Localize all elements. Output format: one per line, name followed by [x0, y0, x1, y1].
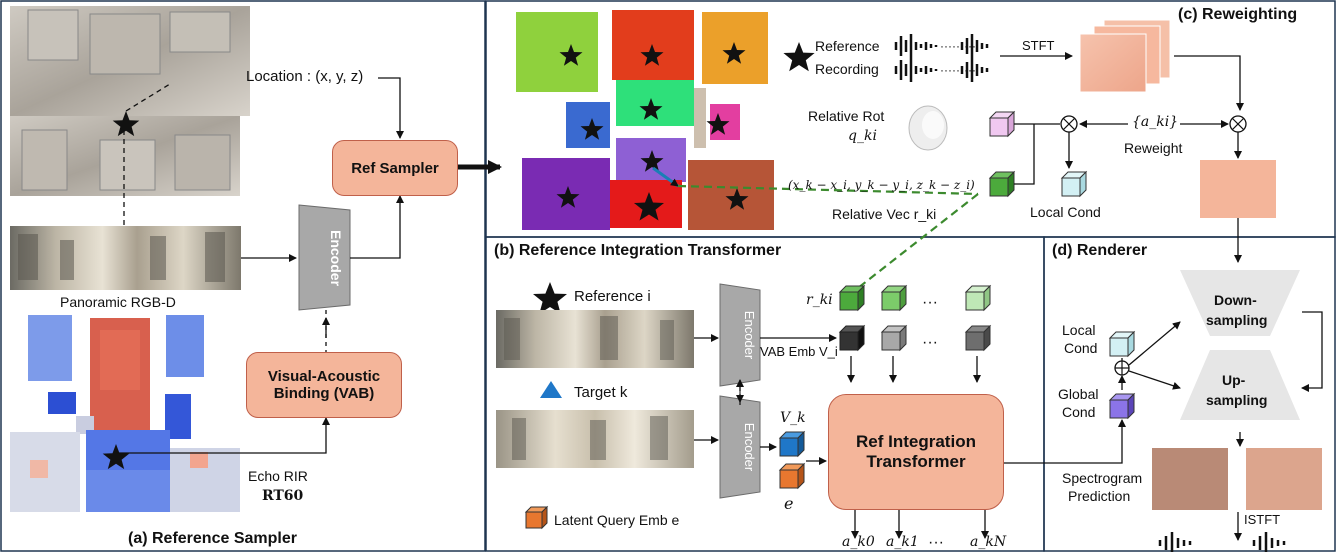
global-cond-cube [1108, 392, 1136, 420]
otimes-1 [1060, 115, 1078, 133]
ellipsis-rki: ··· [922, 294, 938, 311]
reference-stars [556, 42, 749, 221]
ref-integration-transformer-box: Ref Integration Transformer [828, 394, 1004, 510]
output-a-kN: a_kN [970, 534, 1007, 550]
panel-a-title: (a) Reference Sampler [128, 530, 297, 547]
encoder-a [298, 204, 351, 311]
down-sampling-block [1180, 270, 1300, 336]
rki-label: r_ki [806, 292, 833, 308]
transformer-label-2: Transformer [866, 452, 966, 471]
output-ellipsis: ··· [928, 534, 944, 551]
colored-floorplan [516, 10, 774, 230]
spectrogram-pred-1 [1152, 448, 1228, 510]
spectrogram-pred-2 [1246, 448, 1322, 510]
location-label: Location : (x, y, z) [246, 68, 364, 85]
encoder-b-ref [719, 283, 761, 387]
up-sampling-label-1: Up- [1222, 372, 1246, 388]
heatmap-star [102, 444, 130, 470]
panel-c-title: (c) Reweighting [1178, 6, 1298, 23]
reference-label: Reference [815, 38, 880, 54]
output-a-k1: a_k1 [886, 534, 919, 550]
global-cond-line1: Global [1058, 386, 1099, 402]
down-sampling-label-2: sampling [1206, 312, 1268, 328]
relative-rot-label: Relative Rot [808, 108, 885, 124]
ellipsis-vab: ··· [922, 334, 938, 351]
svg-text:·········: ········· [940, 63, 976, 77]
target-triangle-icon [540, 381, 562, 398]
local-cond-cube [1060, 170, 1088, 198]
recording-label: Recording [815, 61, 879, 77]
rt60-label: RT60 [262, 488, 304, 504]
local-cond-d-line1: Local [1062, 322, 1096, 338]
down-sampling-label-1: Down- [1214, 292, 1257, 308]
spectrogram-line1: Spectrogram [1062, 470, 1143, 486]
recording-waveform [894, 58, 989, 82]
reweighted-spectrogram [1200, 160, 1276, 218]
a-ki-label: {a_ki} [1132, 114, 1179, 130]
encoder-a-label: Encoder [328, 230, 344, 287]
relative-vec-dashed-line [677, 184, 979, 196]
local-cond-d-line2: Cond [1064, 340, 1098, 356]
rki-cubes [838, 284, 992, 312]
output-waveform [1158, 532, 1286, 552]
encoder-b-target [719, 395, 761, 499]
latent-query-cube-legend [524, 505, 549, 530]
echo-rir-heatmap [10, 315, 240, 512]
reference-waveform [894, 34, 989, 58]
panoramic-rgbd-image [10, 226, 241, 290]
panel-d-title: (d) Renderer [1052, 242, 1148, 259]
local-cond-cube-d [1108, 330, 1136, 358]
istft-label: ISTFT [1244, 512, 1281, 527]
local-cond-label-c: Local Cond [1030, 204, 1101, 220]
stft-spectrogram-stack [1079, 19, 1171, 93]
spectrogram-line2: Prediction [1068, 488, 1131, 504]
e-cube [778, 462, 806, 490]
latent-query-label: Latent Query Emb e [554, 512, 680, 528]
floorplan-3d [10, 6, 250, 196]
vab-emb-cubes [838, 324, 992, 352]
global-cond-line2: Cond [1062, 404, 1096, 420]
vab-label-2: Binding (VAB) [273, 385, 375, 402]
reference-i-label: Reference i [574, 288, 651, 305]
ref-sampler-box: Ref Sampler [332, 140, 458, 196]
echo-rir-label: Echo RIR [248, 468, 308, 484]
vk-cube [778, 430, 806, 458]
otimes-2 [1229, 115, 1247, 133]
svg-text:Encoder: Encoder [742, 311, 757, 360]
e-label: e [784, 494, 794, 513]
ref-sampler-label: Ref Sampler [351, 159, 439, 177]
target-k-label: Target k [574, 384, 628, 401]
up-sampling-block [1180, 350, 1300, 420]
svg-text:Encoder: Encoder [742, 423, 757, 472]
location-star [112, 111, 140, 137]
panel-b-title: (b) Reference Integration Transformer [494, 242, 782, 259]
rel-vec-formula: (x_k − x_i, y_k − y_i, z_k − z_i) [788, 178, 975, 192]
relative-vec-cube [988, 170, 1016, 198]
vab-label-1: Visual-Acoustic [267, 368, 381, 385]
output-a-k0: a_k0 [842, 534, 875, 550]
stft-label: STFT [1022, 38, 1055, 53]
vk-label: V_k [780, 410, 806, 426]
relative-vec-label: Relative Vec r_ki [832, 206, 937, 222]
reference-star-icon [533, 282, 567, 314]
panoramic-label: Panoramic RGB-D [60, 294, 176, 310]
legend-star [783, 42, 815, 72]
transformer-label-1: Ref Integration [856, 432, 976, 451]
q-ki-label: q_ki [848, 128, 877, 144]
rotation-cube [988, 110, 1016, 138]
up-sampling-label-2: sampling [1206, 392, 1268, 408]
vab-box: Visual-Acoustic Binding (VAB) [246, 352, 402, 418]
oplus [1114, 360, 1130, 376]
vab-emb-label: VAB Emb V_i [760, 344, 838, 359]
svg-text:·········: ········· [940, 39, 976, 53]
reweight-label: Reweight [1124, 140, 1183, 156]
